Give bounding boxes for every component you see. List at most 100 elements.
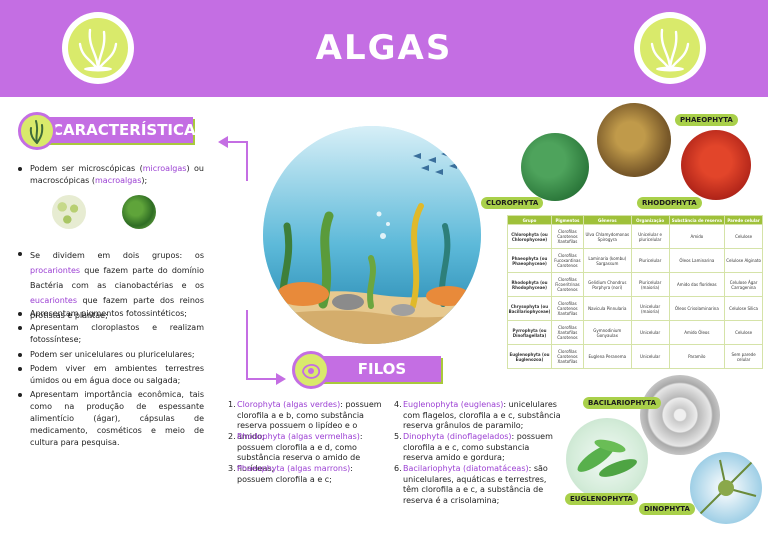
dinophyta-label: DINOPHYTA — [639, 503, 695, 515]
table-cell: Clorofilas Xantofilas Carotenos — [550, 320, 584, 345]
table-header: Pigmentos — [550, 215, 584, 225]
logo-right — [634, 12, 706, 84]
table-cell: Laminaria (kombu) Sargassum — [582, 248, 632, 273]
clorophyta-label: CLOROPHYTA — [481, 197, 544, 209]
rhodophyta-photo — [681, 130, 751, 200]
table-cell: Pyrrophyta (ou Dinoflagellata) — [507, 320, 552, 345]
table-cell: Ulva Chlamydomonas Spirogyra — [582, 224, 632, 249]
table-cell: Celulose Sílica — [724, 296, 763, 321]
table-cell: Chlorophyta (ou Chlorophyceae) — [507, 224, 552, 249]
table-row: Pyrrophyta (ou Dinoflagellata)Clorofilas… — [507, 320, 763, 345]
table-cell: Unicelular — [630, 344, 670, 369]
table-row: Phaeophyta (ou Phaeophyceae)Clorofilas F… — [507, 248, 763, 273]
item-text: Podem ser unicelulares ou pluricelulares… — [30, 350, 195, 359]
underwater-illustration — [263, 126, 481, 344]
dinophyta-photo — [690, 452, 762, 524]
table-header: Gêneros — [582, 215, 632, 225]
arrow-head-right-icon — [276, 373, 286, 385]
table-cell: Celulose — [724, 224, 763, 249]
table-row: Chrysophyta (ou Bacillariophyceae)Clorof… — [507, 296, 763, 321]
euglenophyta-label: EUGLENOPHYTA — [565, 493, 638, 505]
rhodophyta-label: RHODOPHYTA — [637, 197, 702, 209]
header-bar: ALGAS — [0, 0, 768, 97]
arrow-horizontal-lower — [246, 378, 280, 380]
table-cell: Amido Óleos — [668, 320, 726, 345]
table-header-row: Grupo Pigmentos Gêneros Organização Subs… — [507, 215, 763, 225]
table-cell: Óleos Crisolaminarina — [668, 296, 726, 321]
table-cell: Celulose Ágar Carragenina — [724, 272, 763, 297]
table-cell: Celulose Alginato — [724, 248, 763, 273]
bullet — [18, 252, 22, 256]
item-text: Podem viver em ambientes terrestres úmid… — [30, 364, 204, 385]
seaweed-badge — [18, 112, 56, 150]
euglenophyta-photo — [566, 418, 648, 500]
table-row: Euglenophyta (ou Euglenozoa)Clorofilas C… — [507, 344, 763, 369]
microalgae-photo — [52, 195, 86, 229]
algae-icon — [78, 28, 118, 72]
item-text: Apresentam pigmentos fotossintéticos; — [30, 309, 187, 318]
bullet — [18, 367, 22, 371]
algae-table: Grupo Pigmentos Gêneros Organização Subs… — [507, 215, 763, 369]
table-cell: Unicelular e pluricelular — [630, 224, 670, 249]
macroalgae-photo — [122, 195, 156, 229]
arrow-horizontal — [226, 141, 248, 143]
bullet — [18, 353, 22, 357]
table-cell: Paramilo — [668, 344, 726, 369]
table-cell: Amido das florídeas — [668, 272, 726, 297]
arrow-vertical — [246, 141, 248, 181]
table-cell: Clorofilas Carotenos Xantofilas — [550, 296, 584, 321]
table-cell: Sem parede celular — [724, 344, 763, 369]
item-text: Apresentam cloroplastos e realizam fotos… — [30, 323, 204, 344]
item-text: Podem ser microscópicas (microalgas) ou … — [30, 164, 204, 185]
bullet — [18, 326, 22, 330]
table-cell: Amido — [668, 224, 726, 249]
table-cell: Clorofilas Fucoxantinas Carotenos — [550, 248, 584, 273]
seaweed-icon — [29, 120, 44, 144]
bacilariophyta-label: BACILARIOPHYTA — [583, 397, 662, 409]
table-cell: Euglena Peranema — [582, 344, 632, 369]
item-text: Apresentam importância econômica, tais c… — [30, 390, 204, 447]
table-cell: Chrysophyta (ou Bacillariophyceae) — [507, 296, 552, 321]
algae-icon — [650, 28, 690, 72]
table-cell: Euglenophyta (ou Euglenozoa) — [507, 344, 552, 369]
table-cell: Gelidium Chondrus Porphyra (nori) — [582, 272, 632, 297]
phaeophyta-label: PHAEOPHYTA — [675, 114, 738, 126]
table-header: Grupo — [507, 215, 552, 225]
table-cell: Gymnodinium Gonyaulax — [582, 320, 632, 345]
table-cell: Phaeophyta (ou Phaeophyceae) — [507, 248, 552, 273]
clorophyta-photo — [521, 133, 589, 201]
bullet — [18, 312, 22, 316]
table-cell: Unicelular — [630, 320, 670, 345]
table-cell: Unicelular (maioria) — [630, 296, 670, 321]
caracteristicas-title: CARACTERÍSTICAS — [52, 121, 207, 139]
cell-icon — [302, 364, 320, 379]
table-header: Organização — [630, 215, 670, 225]
arrow-head-left-icon — [218, 136, 228, 148]
table-cell: Navicula Pinnularia — [582, 296, 632, 321]
table-cell: Clorofilas Carotenos Xantofilas — [550, 344, 584, 369]
bullet — [18, 393, 22, 397]
filos-badge — [292, 351, 330, 389]
bacilariophyta-photo — [640, 375, 720, 455]
logo-left — [62, 12, 134, 84]
table-header: Substância de reserva — [668, 215, 726, 225]
caracteristicas-banner: CARACTERÍSTICAS — [36, 117, 207, 143]
item-text: Se dividem em dois grupos: os procariont… — [30, 251, 204, 320]
filos-title: FILOS — [357, 360, 407, 378]
euglena-graphic — [577, 439, 637, 477]
underwater-scene-graphic — [263, 126, 481, 344]
table-cell: Óleos Laminarina — [668, 248, 726, 273]
table-cell: Clorofilas Ficoeritrinas Carotenos — [550, 272, 584, 297]
dinoflagellate-graphic — [699, 459, 757, 515]
table-cell: Pluricelular — [630, 248, 670, 273]
table-cell: Rhodophyta (ou Rhodophyceae) — [507, 272, 552, 297]
table-cell: Pluricelular (maioria) — [630, 272, 670, 297]
table-cell: Celulose — [724, 320, 763, 345]
table-row: Chlorophyta (ou Chlorophyceae)Clorofilas… — [507, 224, 763, 249]
page-title: ALGAS — [315, 28, 453, 68]
phaeophyta-photo — [597, 103, 671, 177]
table-header: Parede celular — [724, 215, 763, 225]
table-row: Rhodophyta (ou Rhodophyceae)Clorofilas F… — [507, 272, 763, 297]
table-cell: Clorofilas Carotenos Xantofilas — [550, 224, 584, 249]
arrow-vertical-lower — [246, 310, 248, 380]
